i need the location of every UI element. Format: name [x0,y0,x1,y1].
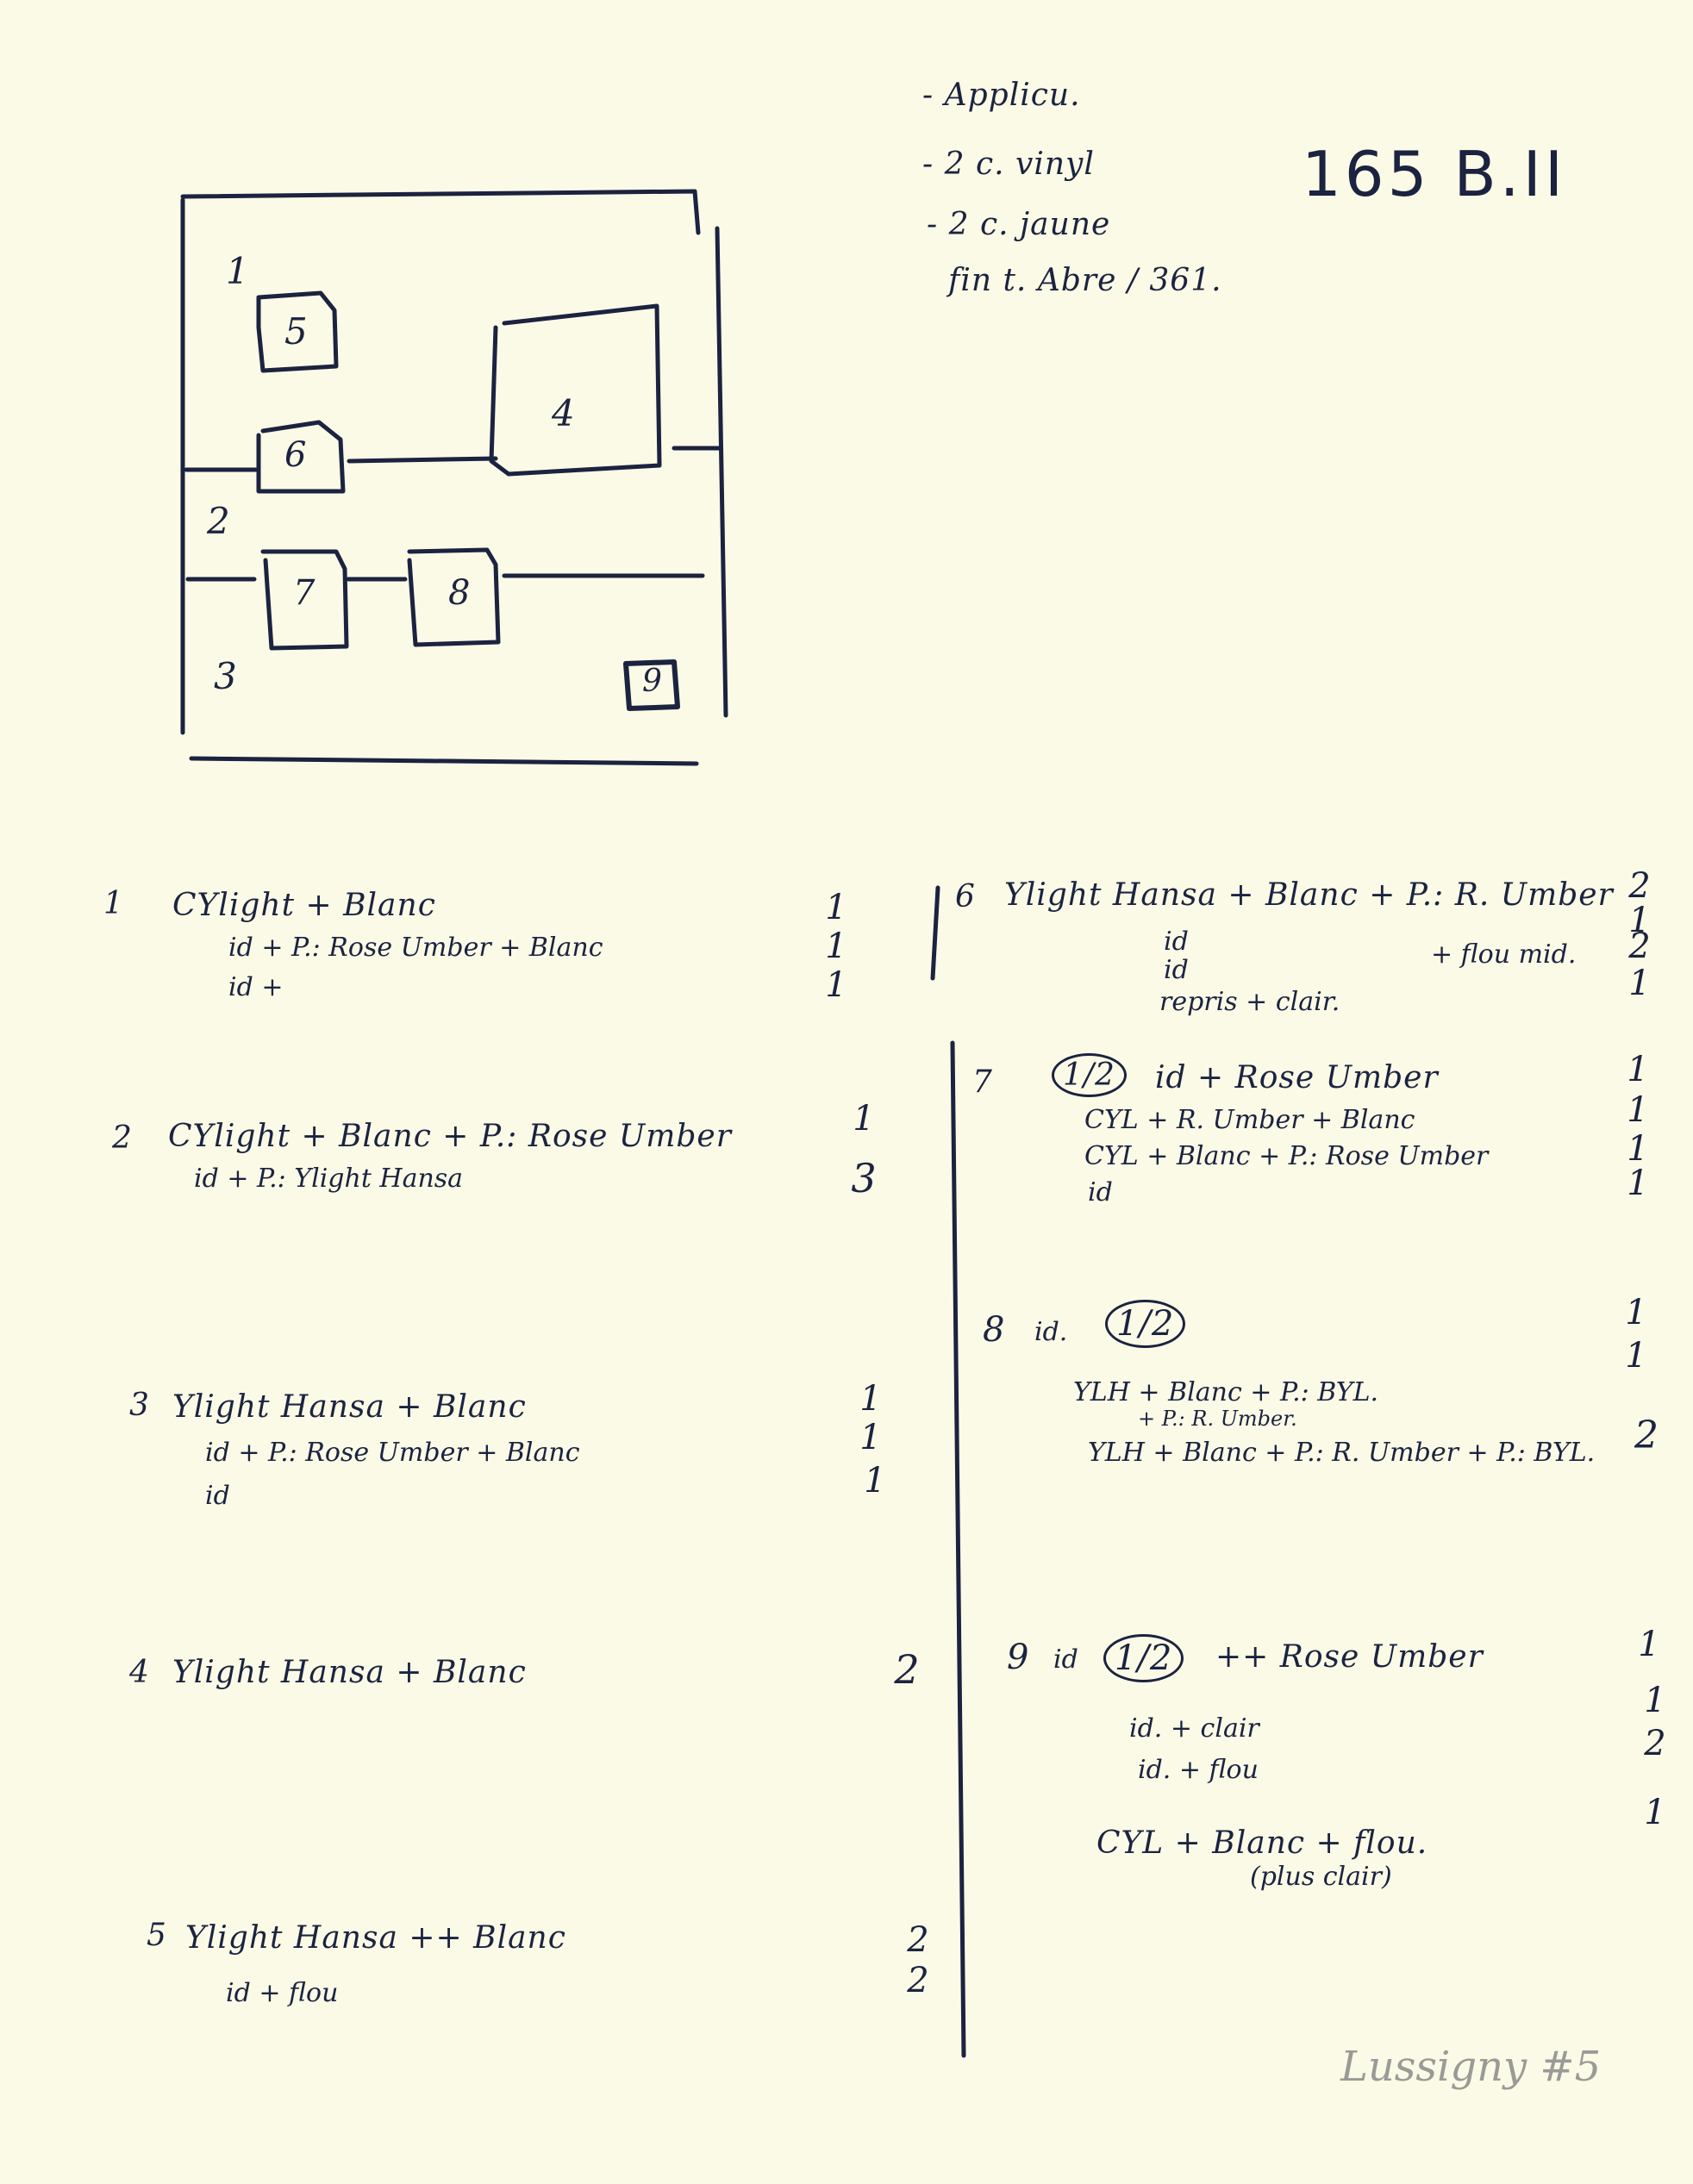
quantity: 3 [851,1155,877,1201]
item-line: id + P.: Rose Umber + Blanc [228,933,603,963]
item-line: id [1164,927,1189,957]
item-number: 9 [1007,1638,1030,1677]
item-line: id [205,1481,230,1511]
quantity: 1 [1627,1164,1649,1203]
plan-row-label: 3 [214,655,237,697]
item-line: id. + flou [1138,1755,1259,1785]
pencil-note: Lussigny #5 [1340,2043,1602,2091]
quantity: 2 [907,1961,929,2000]
item-line: repris + clair. [1159,987,1340,1017]
item-line: id + Rose Umber [1155,1060,1439,1095]
quantity: 2 [1628,866,1651,906]
header-note: - 2 c. vinyl [922,147,1095,182]
item-fraction: 1/2 [1103,1634,1184,1682]
item-line: id [1164,955,1189,985]
item-number: 1 [103,886,124,921]
quantity: 1 [1638,1625,1660,1664]
plan-room-label: 8 [448,573,471,613]
item-line: CYL + Blanc + P.: Rose Umber [1084,1141,1489,1171]
quantity: 1 [1627,1090,1649,1130]
quantity: 1 [825,965,847,1005]
quantity: 1 [825,927,847,966]
quantity: 1 [1625,1293,1647,1332]
plan-room-label: 4 [552,392,575,434]
item-line: id + P.: Rose Umber + Blanc [205,1438,580,1468]
item-line: + P.: R. Umber. [1138,1407,1297,1431]
quantity: 1 [1625,1336,1647,1376]
quantity: 2 [1628,927,1651,966]
item-line: (plus clair) [1250,1862,1392,1892]
item-line: YLH + Blanc + P.: BYL. [1073,1377,1379,1407]
header-note: - Applicu. [922,78,1081,113]
item-line: Ylight Hansa + Blanc + P.: R. Umber [1004,877,1614,913]
item-number: 6 [955,879,976,914]
item-extra: + flou mid. [1431,939,1577,970]
reference-code: 165 B.II [1302,138,1567,210]
quantity: 2 [894,1646,920,1693]
quantity: 1 [1644,1681,1666,1720]
item-line: YLH + Blanc + P.: R. Umber + P.: BYL. [1088,1438,1596,1468]
item-line: Ylight Hansa + Blanc [172,1655,527,1690]
quantity: 1 [1628,901,1651,940]
item-line: id + [228,972,284,1002]
plan-row-label: 2 [207,500,230,542]
item-number: 3 [129,1388,150,1423]
quantity: 1 [859,1418,882,1457]
header-note: fin t. Abre / 361. [948,263,1222,298]
item-number: 7 [972,1064,993,1100]
item-number: 5 [147,1918,167,1953]
item-fraction: 1/2 [1105,1300,1186,1348]
item-line: id [1053,1644,1078,1675]
quantity: 2 [1634,1413,1659,1457]
item-fraction: 1/2 [1052,1053,1127,1097]
quantity: 1 [1627,1129,1649,1169]
item-line: id + P.: Ylight Hansa [194,1164,464,1194]
item-line: CYL + Blanc + flou. [1096,1825,1428,1861]
quantity: 1 [1644,1793,1666,1832]
quantity: 1 [1628,964,1651,1003]
item-line: Ylight Hansa ++ Blanc [185,1920,566,1956]
item-line: CYL + R. Umber + Blanc [1084,1105,1415,1135]
item-number: 2 [112,1120,133,1156]
quantity: 1 [825,888,847,927]
plan-row-label: 1 [226,250,249,292]
quantity: 2 [907,1920,929,1960]
quantity: 1 [853,1099,875,1139]
quantity: 1 [859,1379,882,1419]
item-line: id. + clair [1129,1713,1259,1744]
item-number: 8 [983,1310,1006,1350]
header-note: - 2 c. jaune [927,207,1111,242]
item-line: CYlight + Blanc + P.: Rose Umber [168,1119,732,1154]
quantity: 1 [864,1461,886,1501]
item-line: CYlight + Blanc [172,888,436,923]
plan-room-label: 7 [293,573,315,613]
item-line: ++ Rose Umber [1215,1639,1484,1675]
quantity: 1 [1627,1050,1649,1089]
plan-room-label: 9 [642,664,662,699]
item-line: id [1088,1177,1113,1207]
item-number: 4 [129,1655,150,1690]
plan-room-label: 6 [284,435,307,475]
plan-room-label: 5 [284,310,308,353]
item-line: id + flou [226,1978,339,2008]
item-line: Ylight Hansa + Blanc [172,1389,527,1425]
item-line: id. [1034,1317,1068,1347]
quantity: 2 [1644,1724,1666,1763]
